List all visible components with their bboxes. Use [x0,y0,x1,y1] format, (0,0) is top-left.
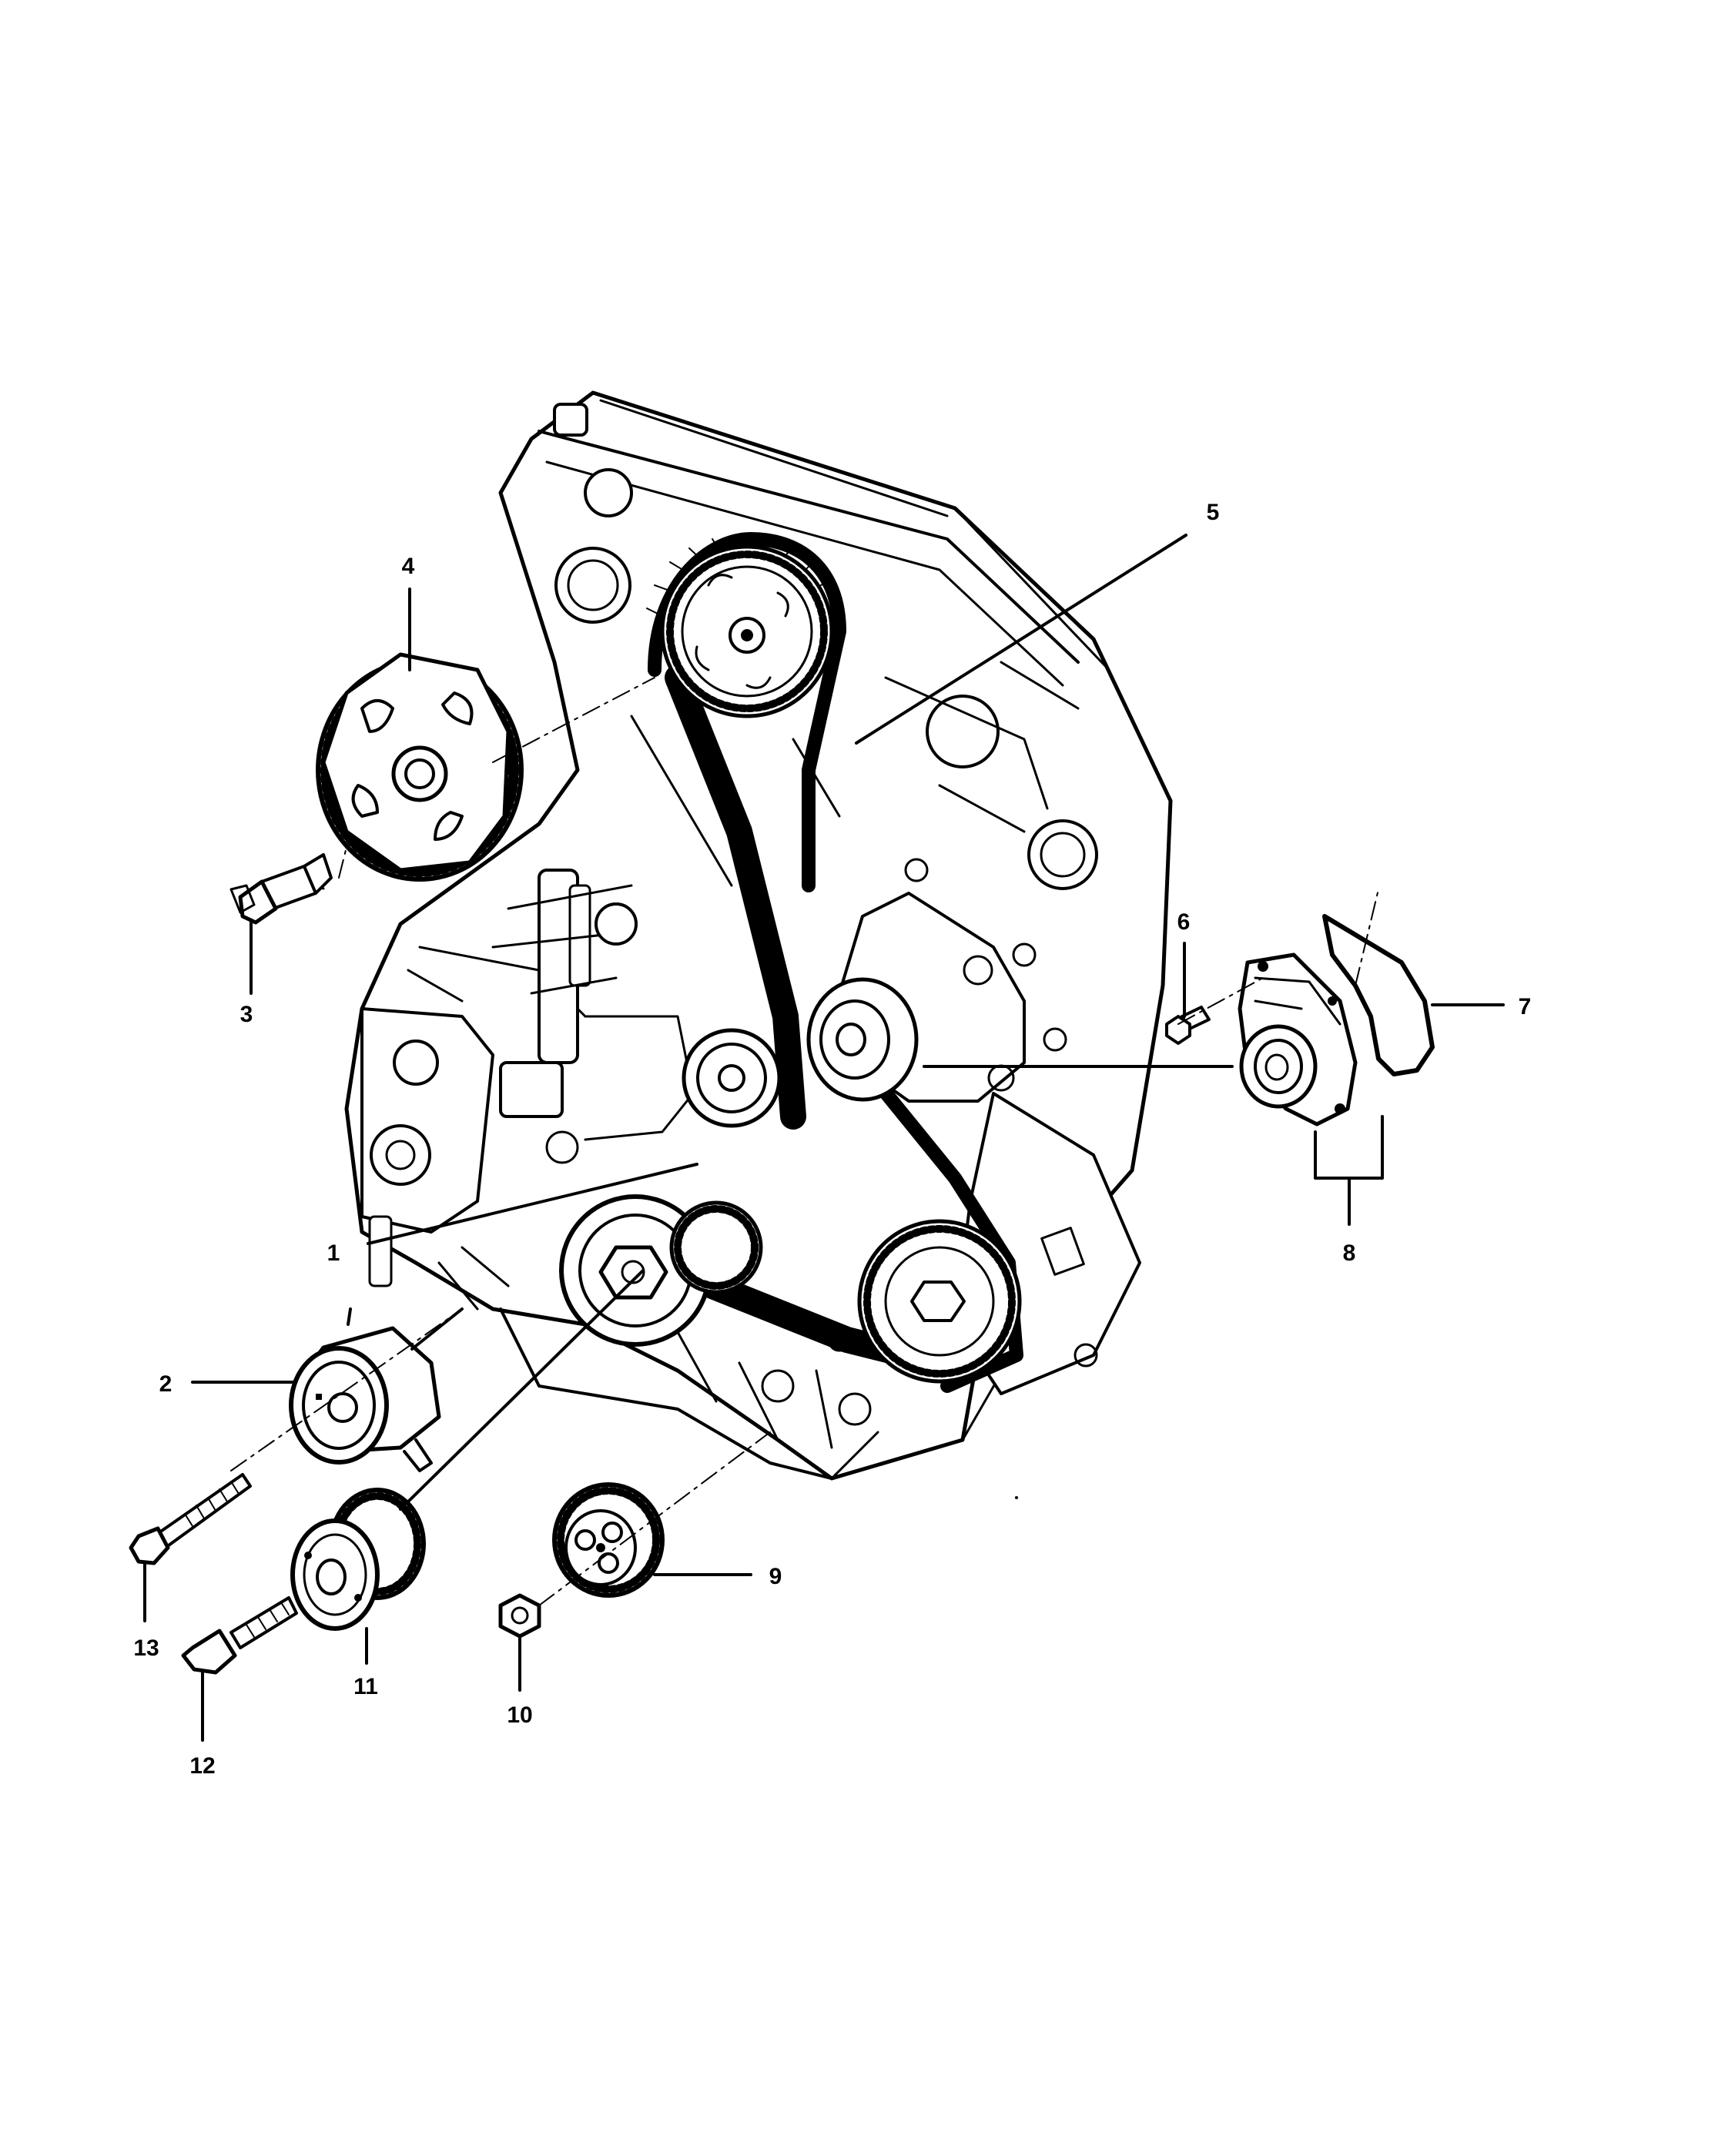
callout-6: 6 [1177,909,1191,935]
callout-5: 5 [1207,500,1220,525]
leader-lines [143,534,1505,1742]
callout-7: 7 [1519,994,1532,1019]
part-6-bolt [1165,1006,1211,1045]
tensioner-installed [806,977,919,1102]
callout-labels: 1 2 3 4 5 6 7 8 9 10 11 12 13 [133,500,1531,1779]
callout-10: 10 [507,1702,532,1728]
part-9-pump-sprocket [552,1482,665,1598]
callout-11: 11 [353,1674,378,1699]
part-11-crankshaft-sprocket [290,1488,426,1631]
callout-9: 9 [769,1564,782,1589]
callout-13: 13 [133,1635,159,1661]
callout-12: 12 [189,1753,215,1779]
part-12-bolt [181,1596,298,1675]
part-2-tensioner [289,1326,441,1472]
injection-pump-sprocket-installed [857,1219,1022,1384]
part-8-water-pump [1238,952,1358,1127]
crankshaft-pulley-installed [559,1194,763,1347]
callout-2: 2 [159,1371,172,1397]
camshaft-sprocket-installed [660,544,834,718]
callout-1: 1 [327,1240,340,1266]
part-13-bolt [129,1473,252,1565]
callout-4: 4 [402,554,415,579]
idler-pulley-installed [682,1028,782,1128]
part-4-camshaft-sprocket [316,652,524,882]
callout-8: 8 [1343,1240,1356,1266]
part-10-nut [498,1593,541,1639]
part-3-bolt [229,853,333,925]
part-7-gasket [1322,914,1435,1076]
callout-3: 3 [240,1002,253,1027]
